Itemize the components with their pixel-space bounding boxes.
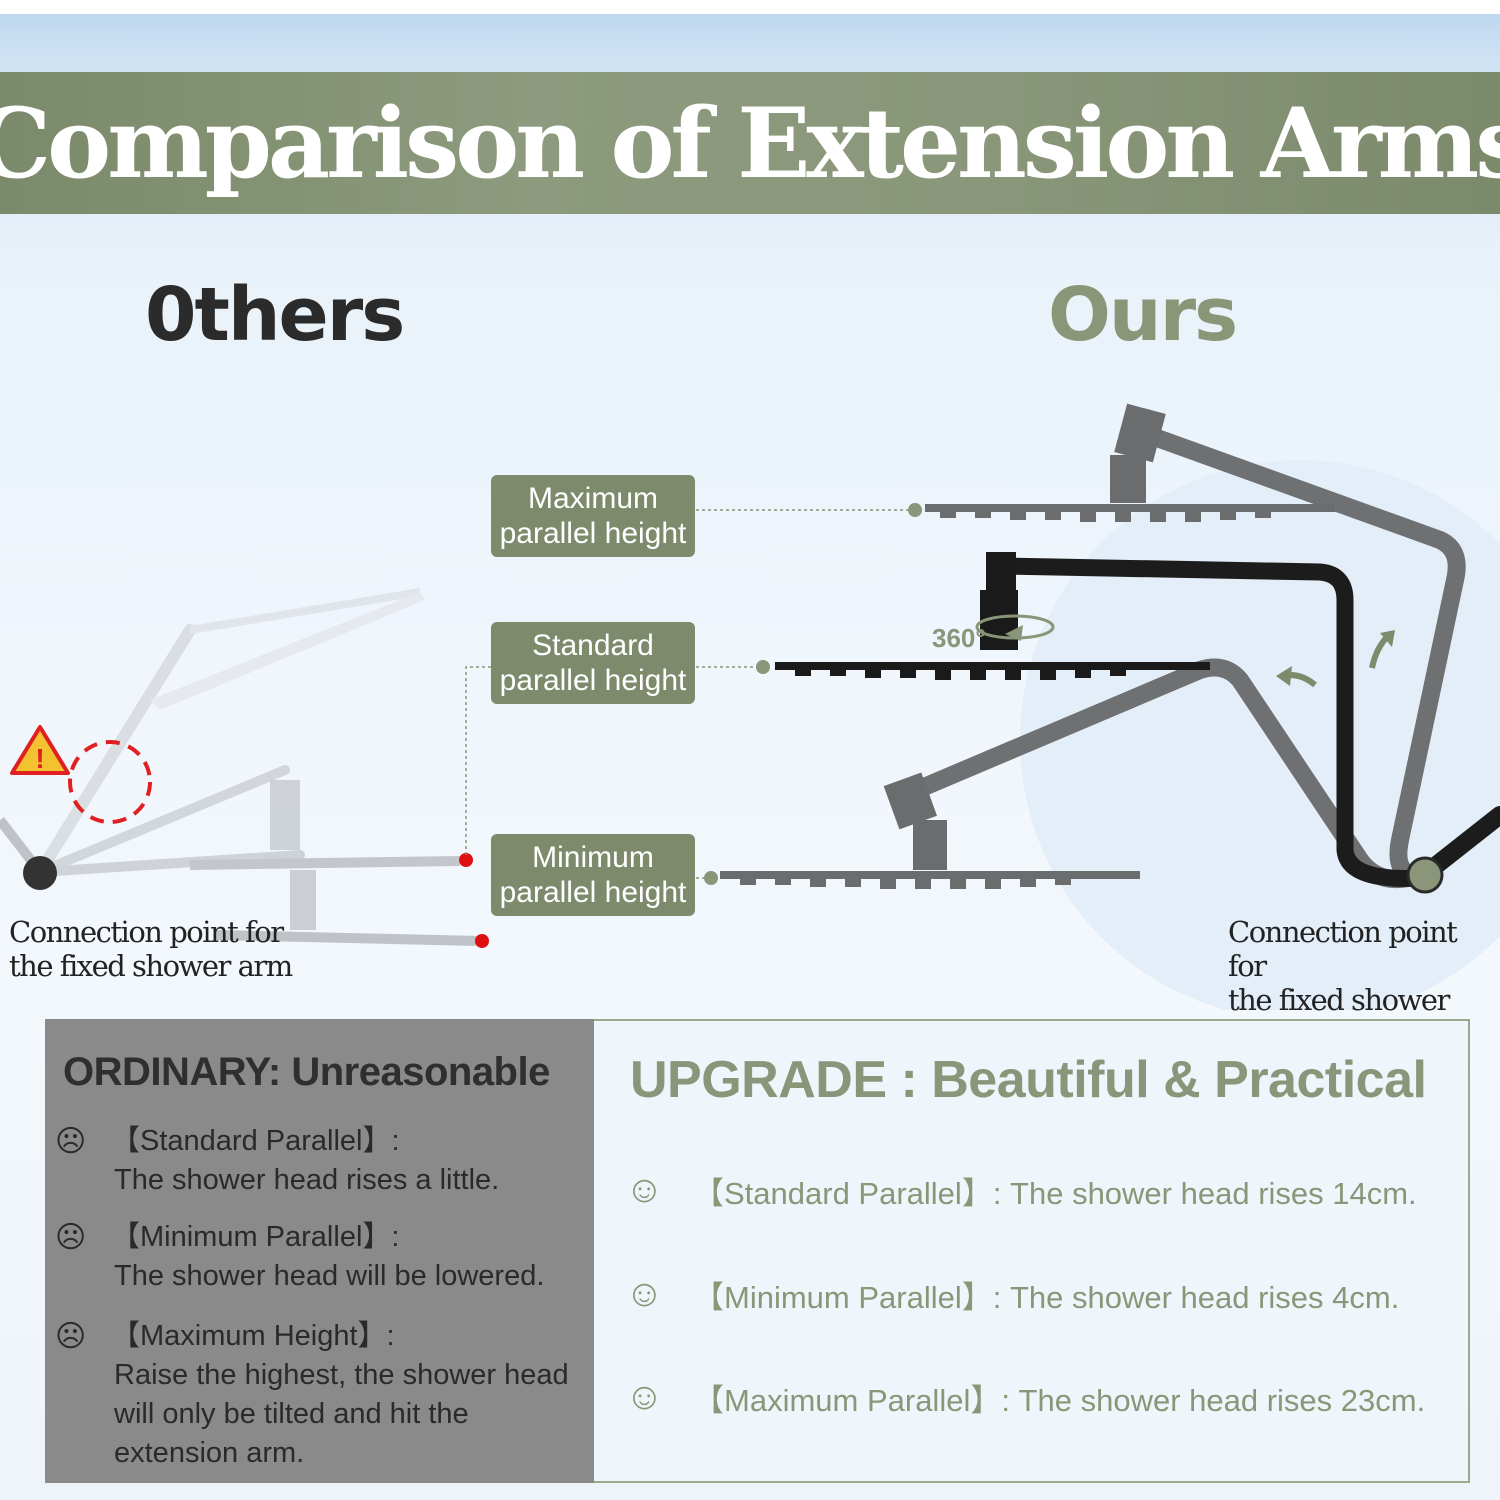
tag-standard-line1: Standard	[532, 629, 654, 662]
title-banner: Comparison of Extension Arms	[0, 72, 1500, 214]
upgrade-item-maximum: ☺ 【Maximum Parallel】: The shower head ri…	[625, 1375, 1425, 1419]
others-connection-point	[23, 856, 57, 890]
ours-minimum-dot	[704, 871, 718, 885]
tag-standard-line2: parallel height	[499, 664, 687, 697]
ordinary-title: ORDINARY: Unreasonable	[63, 1050, 550, 1094]
ordinary-item-desc: Raise the highest, the shower head will …	[114, 1359, 569, 1469]
warning-icon	[10, 725, 70, 775]
ours-standard-dot	[756, 660, 770, 674]
heading-ours: Ours	[1048, 272, 1238, 358]
ordinary-item-minimum: ☹ 【Minimum Parallel】: The shower head wi…	[55, 1218, 585, 1296]
sad-face-icon: ☹	[55, 1320, 87, 1353]
ordinary-item-desc: The shower head will be lowered.	[114, 1260, 545, 1292]
banner-title: Comparison of Extension Arms	[0, 86, 1500, 200]
connection-label-left-line2: the fixed shower arm	[9, 949, 293, 983]
tag-minimum-parallel-height: Minimum parallel height	[491, 834, 695, 916]
ordinary-panel	[45, 1019, 594, 1483]
tag-maximum-line1: Maximum	[527, 482, 658, 515]
upgrade-title: UPGRADE : Beautiful & Practical	[630, 1051, 1427, 1109]
ordinary-item-maximum: ☹ 【Maximum Height】: Raise the highest, t…	[55, 1317, 585, 1473]
connection-label-left-line1: Connection point for	[9, 915, 284, 949]
sad-face-icon: ☹	[55, 1125, 87, 1158]
upgrade-item-text: 【Maximum Parallel】: The shower head rise…	[693, 1382, 1426, 1418]
ours-connection-point	[1406, 856, 1444, 894]
curve-arrowhead-right-icon	[1380, 630, 1395, 647]
upgrade-item-text: 【Standard Parallel】: The shower head ris…	[693, 1175, 1417, 1211]
tag-maximum-line2: parallel height	[499, 517, 687, 550]
leader-lines	[465, 509, 912, 879]
shower-arm-diagram: !	[0, 403, 1500, 948]
tag-minimum-line2: parallel height	[499, 876, 687, 909]
upgrade-item-minimum: ☺ 【Minimum Parallel】: The shower head ri…	[625, 1272, 1399, 1316]
others-minimum-dot	[475, 934, 489, 948]
smiley-face-icon: ☺	[625, 1272, 664, 1315]
upgrade-item-standard: ☺ 【Standard Parallel】: The shower head r…	[625, 1168, 1417, 1212]
curve-arrowhead-left-icon	[1276, 666, 1292, 686]
tag-minimum-line1: Minimum	[532, 841, 654, 874]
connection-label-right-line1: Connection point for	[1228, 915, 1458, 983]
rotation-label: 360°	[932, 623, 986, 653]
smiley-face-icon: ☺	[625, 1168, 664, 1211]
ordinary-item-desc: The shower head rises a little.	[114, 1164, 500, 1196]
collision-circle	[68, 740, 152, 824]
connection-label-left: Connection point for the fixed shower ar…	[9, 915, 293, 983]
ordinary-item-label: 【Minimum Parallel】:	[111, 1221, 400, 1253]
ordinary-item-label: 【Standard Parallel】:	[111, 1125, 400, 1157]
ordinary-item-label: 【Maximum Height】:	[111, 1320, 395, 1352]
upgrade-item-text: 【Minimum Parallel】: The shower head rise…	[693, 1279, 1400, 1315]
upgrade-panel	[594, 1019, 1470, 1483]
others-standard-dot	[459, 853, 473, 867]
ours-standard-arm	[775, 552, 1500, 887]
ours-maximum-dot	[908, 503, 922, 517]
top-strip	[0, 0, 1500, 14]
sad-face-icon: ☹	[55, 1221, 87, 1254]
tag-standard-parallel-height: Standard parallel height	[491, 622, 695, 704]
warning-mark: !	[35, 743, 44, 774]
rotation-arrow-icon	[1005, 625, 1023, 641]
heading-others: 0thers	[145, 272, 405, 358]
smiley-face-icon: ☺	[625, 1375, 664, 1418]
ordinary-item-standard: ☹ 【Standard Parallel】: The shower head r…	[55, 1122, 585, 1200]
others-arm-illustration	[34, 588, 425, 878]
tag-maximum-parallel-height: Maximum parallel height	[491, 475, 695, 557]
